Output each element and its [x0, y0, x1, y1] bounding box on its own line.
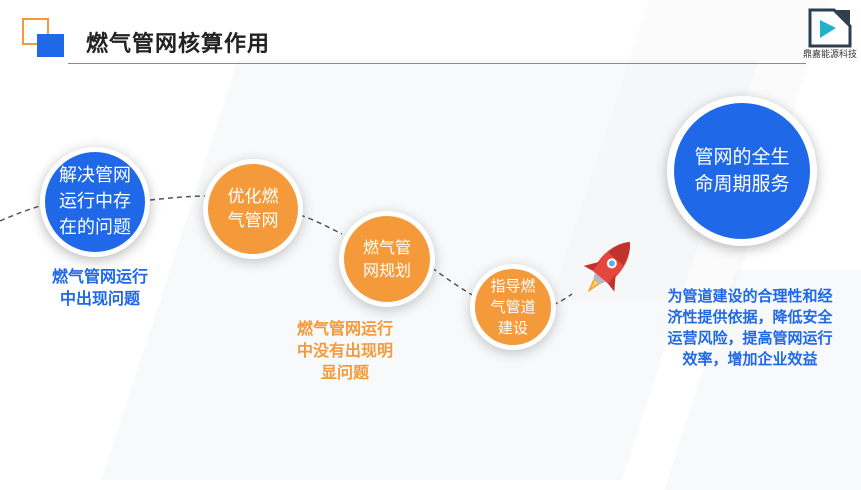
title-decoration-outline [22, 18, 49, 45]
step-line: 气管网 [227, 211, 279, 231]
company-name: 鼎嘉能源科技 [802, 50, 857, 60]
title-divider [68, 63, 806, 64]
caption-line: 中没有出现明 [296, 341, 393, 360]
step-line: 建设 [497, 318, 528, 337]
goal-line: 管网的全生 [694, 146, 790, 168]
caption-line: 显问题 [320, 363, 369, 382]
step-circle-optimize-network: 优化燃 气管网 [203, 159, 303, 259]
title-decoration-fill [37, 34, 64, 57]
step-line: 指导燃 [490, 276, 536, 295]
company-logo [808, 8, 852, 48]
goal-circle-lifecycle-service: 管网的全生 命周期服务 [667, 96, 817, 246]
caption-line: 为管道建设的合理性和经 [667, 287, 833, 305]
caption-no-obvious-problems: 燃气管网运行 中没有出现明 显问题 [270, 318, 420, 384]
page-title: 燃气管网核算作用 [86, 32, 271, 57]
caption-line: 中出现问题 [59, 289, 140, 308]
caption-line: 燃气管网运行 [296, 319, 393, 338]
caption-problems-occur: 燃气管网运行 中出现问题 [30, 266, 170, 310]
caption-line: 效率，增加企业效益 [682, 350, 818, 368]
caption-line: 运营风险，提高管网运行 [667, 329, 833, 347]
step-line: 运行中存 [59, 191, 131, 212]
step-line: 网规划 [362, 261, 411, 280]
caption-benefits: 为管道建设的合理性和经 济性提供依据，降低安全 运营风险，提高管网运行 效率，增… [640, 286, 860, 370]
step-line: 优化燃 [227, 187, 279, 207]
step-circle-guide-construction: 指导燃 气管道 建设 [470, 264, 556, 350]
step-circle-network-planning: 燃气管 网规划 [339, 211, 435, 307]
rocket-icon [583, 241, 630, 293]
goal-line: 命周期服务 [694, 173, 790, 195]
caption-line: 燃气管网运行 [51, 267, 148, 286]
step-circle-resolve-issues: 解决管网 运行中存 在的问题 [40, 147, 150, 257]
step-line: 解决管网 [59, 165, 131, 186]
step-line: 燃气管 [362, 238, 411, 257]
caption-line: 济性提供依据，降低安全 [667, 308, 833, 326]
step-line: 在的问题 [59, 217, 131, 238]
step-line: 气管道 [490, 297, 536, 316]
